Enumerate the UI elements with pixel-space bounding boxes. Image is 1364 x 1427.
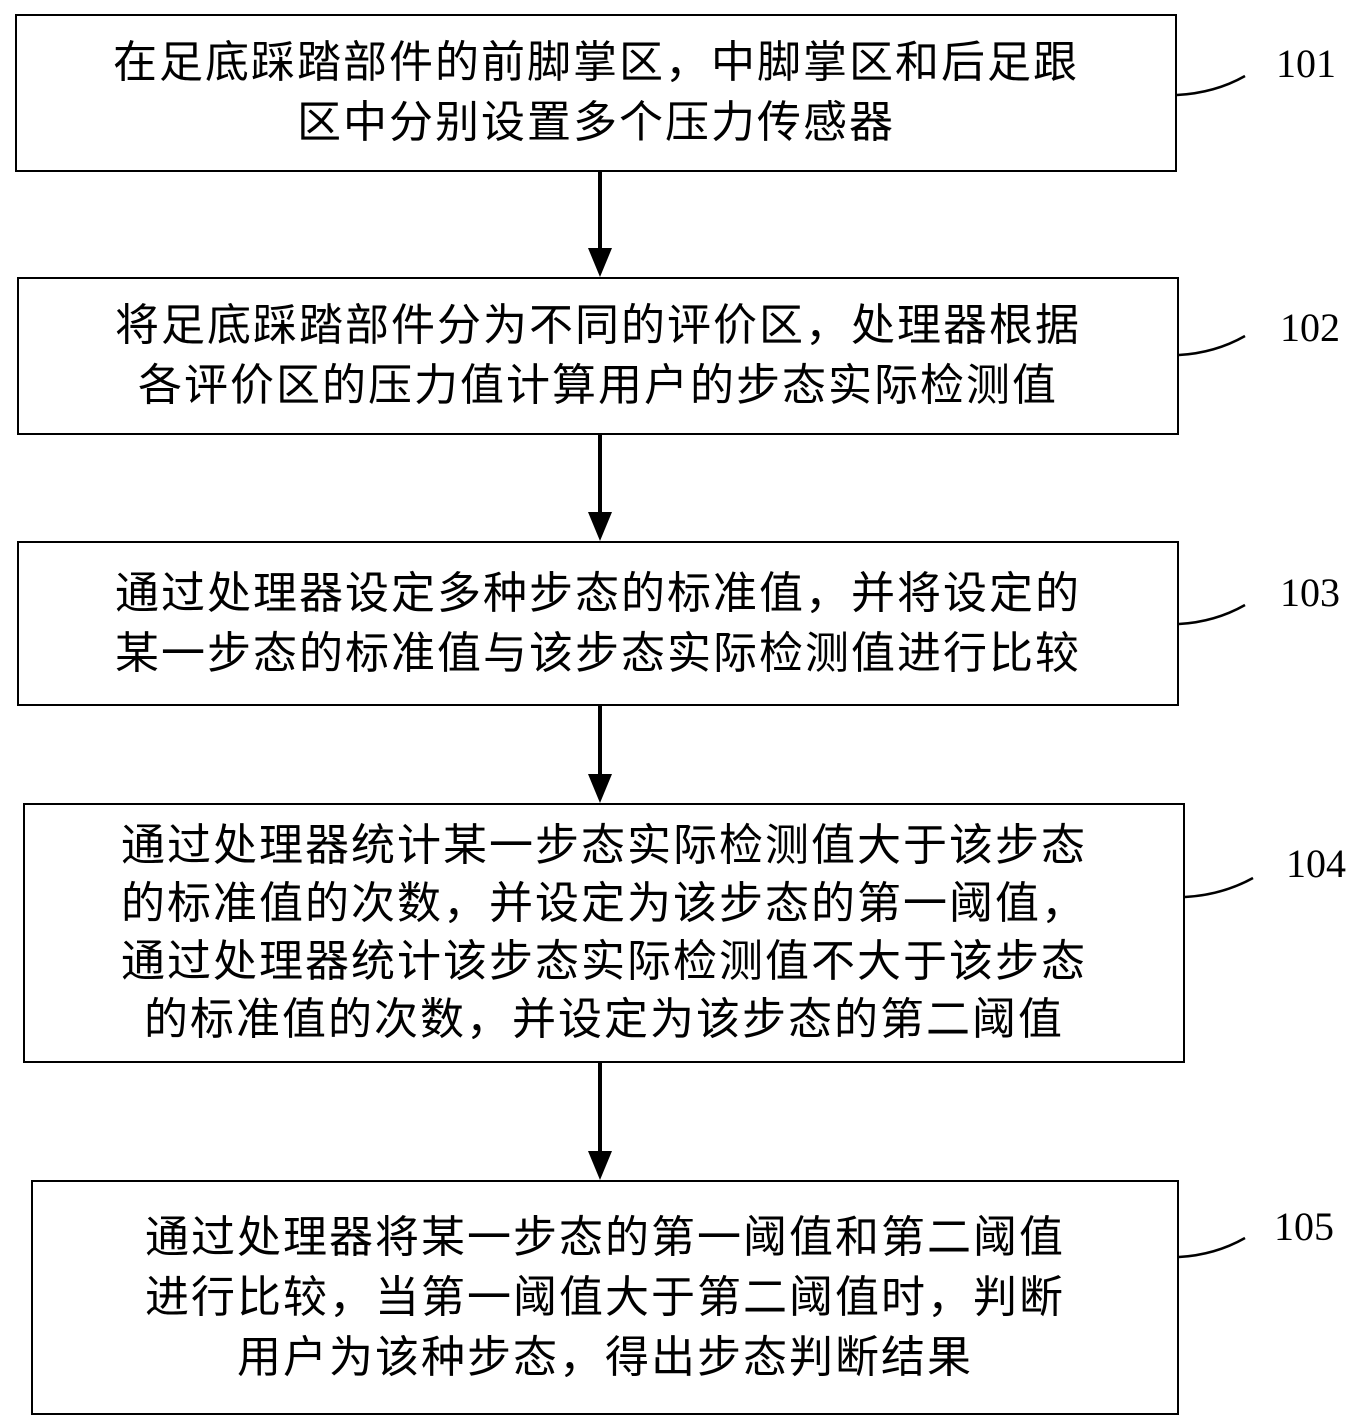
step-101-line-1: 在足底踩踏部件的前脚掌区，中脚掌区和后足跟 <box>113 37 1079 88</box>
step-104-line-3: 通过处理器统计该步态实际检测值不大于该步态 <box>121 936 1087 987</box>
step-label-104: 104 <box>1286 841 1346 886</box>
step-box-101: 在足底踩踏部件的前脚掌区，中脚掌区和后足跟 区中分别设置多个压力传感器 <box>15 14 1177 172</box>
step-103-line-2: 某一步态的标准值与该步态实际检测值进行比较 <box>115 627 1081 679</box>
leader-line-103 <box>1178 603 1246 626</box>
step-text-104: 通过处理器统计某一步态实际检测值大于该步态 的标准值的次数，并设定为该步态的第一… <box>107 817 1101 1049</box>
step-text-102: 将足底踩踏部件分为不同的评价区，处理器根据 各评价区的压力值计算用户的步态实际检… <box>101 296 1095 416</box>
arrow-102-to-103 <box>588 435 612 541</box>
step-104-line-2: 的标准值的次数，并设定为该步态的第一阈值， <box>121 878 1087 929</box>
step-102-line-2: 各评价区的压力值计算用户的步态实际检测值 <box>138 360 1058 411</box>
step-104-line-1: 通过处理器统计某一步态实际检测值大于该步态 <box>121 820 1087 871</box>
step-text-103: 通过处理器设定多种步态的标准值，并将设定的 某一步态的标准值与该步态实际检测值进… <box>101 564 1095 684</box>
step-box-105: 通过处理器将某一步态的第一阈值和第二阈值 进行比较，当第一阈值大于第二阈值时，判… <box>31 1180 1179 1415</box>
step-box-102: 将足底踩踏部件分为不同的评价区，处理器根据 各评价区的压力值计算用户的步态实际检… <box>17 277 1179 435</box>
arrow-101-to-102 <box>588 172 612 277</box>
step-label-102: 102 <box>1280 305 1340 350</box>
leader-line-105 <box>1178 1236 1246 1259</box>
arrow-103-to-104 <box>588 706 612 803</box>
step-text-101: 在足底踩踏部件的前脚掌区，中脚掌区和后足跟 区中分别设置多个压力传感器 <box>99 33 1093 153</box>
leader-line-101 <box>1176 74 1246 97</box>
step-text-105: 通过处理器将某一步态的第一阈值和第二阈值 进行比较，当第一阈值大于第二阈值时，判… <box>131 1208 1079 1388</box>
step-box-103: 通过处理器设定多种步态的标准值，并将设定的 某一步态的标准值与该步态实际检测值进… <box>17 541 1179 706</box>
step-105-line-1: 通过处理器将某一步态的第一阈值和第二阈值 <box>145 1211 1065 1263</box>
step-box-104: 通过处理器统计某一步态实际检测值大于该步态 的标准值的次数，并设定为该步态的第一… <box>23 803 1185 1063</box>
leader-line-104 <box>1184 876 1254 899</box>
step-105-line-2: 进行比较，当第一阈值大于第二阈值时，判断 <box>145 1271 1065 1323</box>
leader-line-102 <box>1178 334 1246 357</box>
step-105-line-3: 用户为该种步态，得出步态判断结果 <box>237 1331 973 1383</box>
step-label-105: 105 <box>1274 1204 1334 1249</box>
step-label-101: 101 <box>1276 41 1336 86</box>
step-104-line-4: 的标准值的次数，并设定为该步态的第二阈值 <box>144 994 1064 1045</box>
step-label-103: 103 <box>1280 570 1340 615</box>
step-101-line-2: 区中分别设置多个压力传感器 <box>297 97 895 148</box>
arrow-104-to-105 <box>588 1063 612 1180</box>
step-103-line-1: 通过处理器设定多种步态的标准值，并将设定的 <box>115 567 1081 619</box>
step-102-line-1: 将足底踩踏部件分为不同的评价区，处理器根据 <box>115 300 1081 351</box>
